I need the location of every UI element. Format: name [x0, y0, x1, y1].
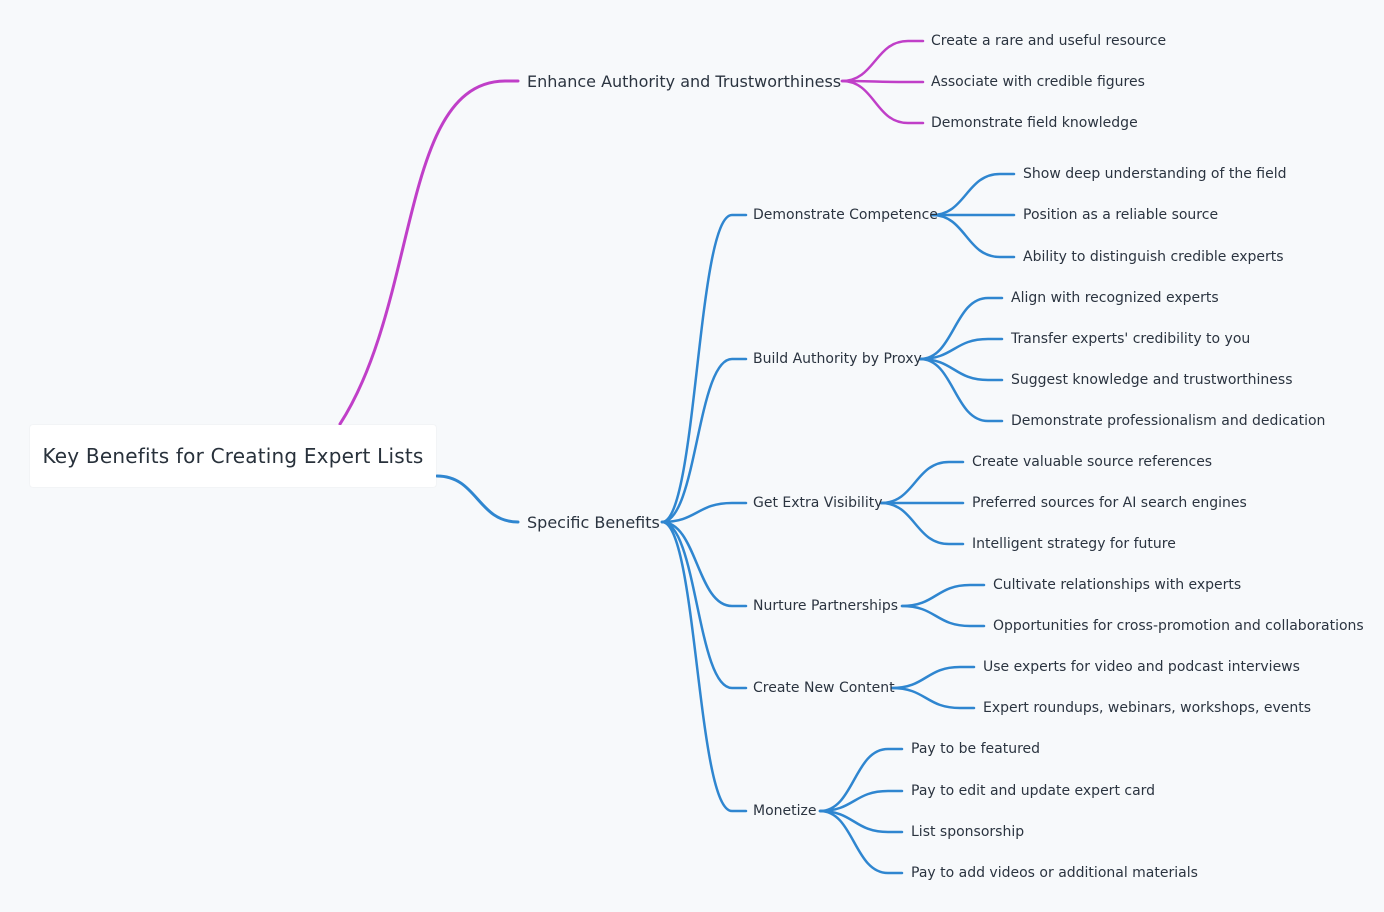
leaf-node[interactable]: Opportunities for cross-promotion and co…	[993, 618, 1364, 634]
connector-sub-leaf	[818, 809, 904, 875]
leaf-node[interactable]: Pay to edit and update expert card	[911, 783, 1156, 799]
connector-sub-leaf	[918, 296, 1004, 361]
leaf-node[interactable]: Ability to distinguish credible experts	[1023, 249, 1284, 265]
connector-specific-sub	[660, 501, 748, 524]
leaf-node[interactable]: Use experts for video and podcast interv…	[983, 659, 1300, 675]
sub-node-extra-visibility[interactable]: Get Extra Visibility	[753, 495, 883, 511]
leaf-node[interactable]: Expert roundups, webinars, workshops, ev…	[983, 700, 1312, 716]
leaf-node[interactable]: Pay to add videos or additional material…	[911, 865, 1198, 881]
connector-specific-sub	[660, 520, 748, 608]
leaf-node[interactable]: Pay to be featured	[911, 741, 1041, 757]
connector-sub-leaf	[879, 460, 965, 505]
leaf-node[interactable]: Create valuable source references	[972, 454, 1213, 470]
connector-specific-sub	[660, 357, 748, 524]
connector-sub-leaf	[918, 337, 1004, 361]
connector-root-authority	[338, 79, 520, 426]
connector-sub-leaf	[818, 809, 904, 834]
leaf-node[interactable]: Position as a reliable source	[1023, 207, 1219, 223]
sub-node-monetize[interactable]: Monetize	[753, 803, 817, 819]
branch-node-specific-benefits[interactable]: Specific Benefits	[527, 513, 660, 532]
connector-authority-leaf	[840, 79, 925, 84]
connector-sub-leaf	[930, 213, 1016, 259]
branch-node-authority[interactable]: Enhance Authority and Trustworthiness	[527, 72, 842, 91]
leaf-node[interactable]: Associate with credible figures	[931, 74, 1145, 90]
leaf-node[interactable]: Intelligent strategy for future	[972, 536, 1176, 552]
leaf-node[interactable]: Create a rare and useful resource	[931, 33, 1167, 49]
connector-sub-leaf	[890, 665, 976, 690]
connector-sub-leaf	[818, 747, 904, 813]
sub-node-build-authority[interactable]: Build Authority by Proxy	[753, 351, 922, 367]
root-node[interactable]: Key Benefits for Creating Expert Lists	[30, 425, 436, 487]
connector-sub-leaf	[930, 172, 1016, 217]
sub-node-create-new-content[interactable]: Create New Content	[753, 680, 895, 696]
connector-authority-leaf	[840, 79, 925, 125]
leaf-node[interactable]: Preferred sources for AI search engines	[972, 495, 1247, 511]
connector-sub-leaf	[818, 789, 904, 813]
connector-sub-leaf	[900, 604, 986, 628]
connector-sub-leaf	[918, 357, 1004, 423]
connector-specific-sub	[660, 213, 748, 524]
connector-sub-leaf	[879, 501, 965, 546]
connector-sub-leaf	[890, 686, 976, 710]
root-node-label: Key Benefits for Creating Expert Lists	[42, 444, 424, 468]
connector-sub-leaf	[900, 583, 986, 608]
connector-specific-sub	[660, 520, 748, 690]
connector-authority-leaf	[840, 39, 925, 83]
leaf-node[interactable]: Demonstrate professionalism and dedicati…	[1011, 413, 1326, 429]
leaf-node[interactable]: List sponsorship	[911, 824, 1025, 840]
connector-specific-sub	[660, 520, 748, 813]
connector-sub-leaf	[918, 357, 1004, 382]
connector-root-specific	[435, 474, 520, 524]
leaf-node[interactable]: Demonstrate field knowledge	[931, 115, 1138, 131]
leaf-node[interactable]: Suggest knowledge and trustworthiness	[1011, 372, 1293, 388]
leaf-node[interactable]: Cultivate relationships with experts	[993, 577, 1242, 593]
sub-node-demonstrate-competence[interactable]: Demonstrate Competence	[753, 207, 938, 223]
leaf-node[interactable]: Transfer experts' credibility to you	[1011, 331, 1251, 347]
leaf-node[interactable]: Align with recognized experts	[1011, 290, 1219, 306]
leaf-node[interactable]: Show deep understanding of the field	[1023, 166, 1287, 182]
sub-node-nurture-partnerships[interactable]: Nurture Partnerships	[753, 598, 899, 614]
